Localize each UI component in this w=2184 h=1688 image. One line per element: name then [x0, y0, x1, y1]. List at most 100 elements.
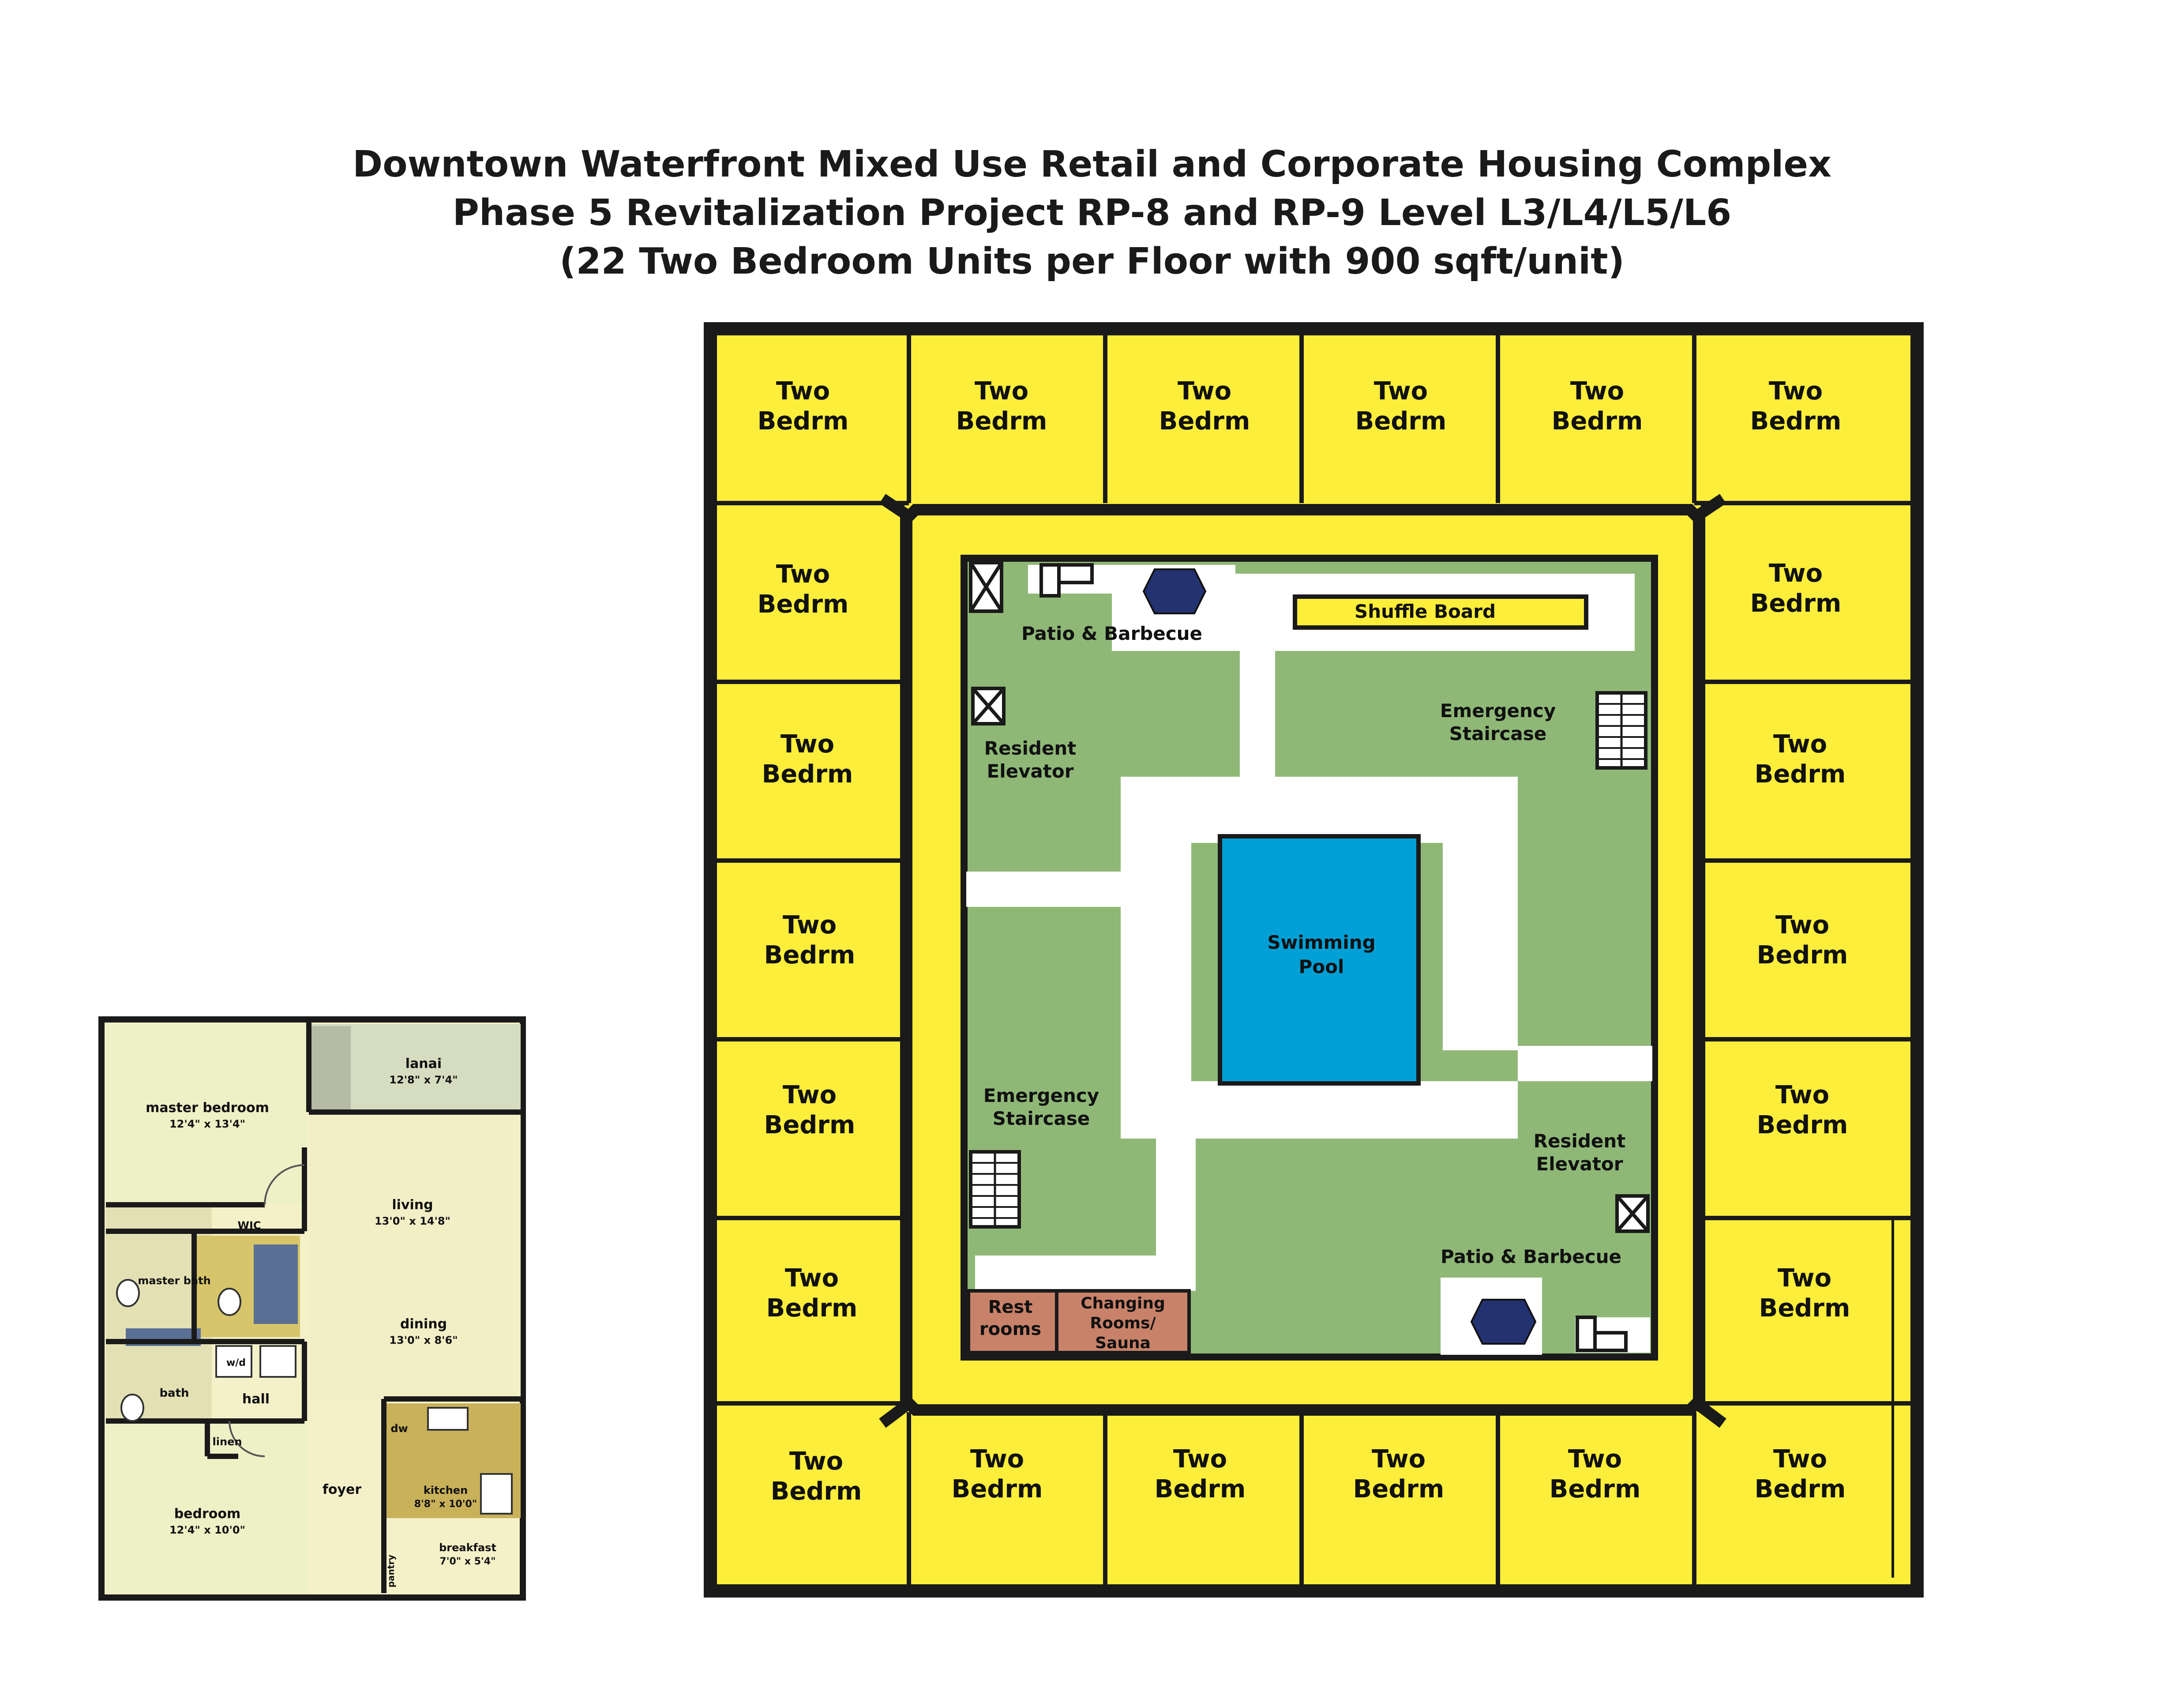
unit-label-13-line2: Bedrm	[1750, 589, 1842, 618]
unit-label-4-line1: Two	[1374, 377, 1428, 406]
unit-label-12-line1: Two	[789, 1447, 843, 1476]
elevator-label-right-1: Resident	[1534, 1130, 1626, 1152]
unit-label-21-line2: Bedrm	[1353, 1475, 1445, 1504]
unit-label-4-line2: Bedrm	[1355, 407, 1447, 436]
unit-label-9-line1: Two	[783, 911, 837, 940]
unit-label-9-line2: Bedrm	[764, 941, 856, 970]
title-block: Downtown Waterfront Mixed Use Retail and…	[0, 140, 2184, 286]
swimming-pool-label-1: Swimming	[1267, 932, 1375, 953]
elevator-icon-left	[971, 687, 1006, 726]
label-pantry: pantry	[386, 1555, 396, 1588]
unit-label-20-line1: Two	[1173, 1445, 1227, 1474]
unit-label-16-line2: Bedrm	[1757, 1111, 1848, 1139]
unit-label-14-line2: Bedrm	[1755, 760, 1846, 789]
unit-label-15-line1: Two	[1775, 911, 1829, 940]
restrooms-room	[967, 1289, 1058, 1354]
unit-label-5-line1: Two	[1570, 377, 1624, 406]
walkways	[966, 565, 1652, 1355]
unit-labels: TwoBedrmTwoBedrmTwoBedrmTwoBedrmTwoBedrm…	[758, 377, 1850, 1506]
room-label-lanai: lanai	[405, 1056, 442, 1071]
elevator-icon-right	[1615, 1194, 1650, 1233]
unit-label-10-line2: Bedrm	[764, 1111, 856, 1139]
staircase-icon-left	[969, 1150, 1021, 1229]
elevator-label-left-1: Resident	[984, 737, 1077, 759]
title-line-3: (22 Two Bedroom Units per Floor with 900…	[559, 241, 1625, 282]
unit-label-11-line2: Bedrm	[766, 1294, 858, 1323]
room-dims-living: 13'0" x 14'8"	[375, 1215, 450, 1227]
changing-label-2: Rooms/	[1090, 1314, 1156, 1332]
unit-label-16-line1: Two	[1775, 1081, 1829, 1109]
unit-label-22-line2: Bedrm	[1550, 1475, 1641, 1504]
restrooms-label-2: rooms	[979, 1319, 1041, 1339]
patio-counters	[1039, 563, 1628, 1352]
unit-label-8-line1: Two	[781, 730, 834, 759]
bbq-grill-bottom	[1470, 1299, 1537, 1345]
room-dims-lanai: 12'8" x 7'4"	[389, 1074, 458, 1086]
unit-label-15-line2: Bedrm	[1757, 941, 1848, 970]
patio-label-bottom: Patio & Barbecue	[1441, 1246, 1621, 1267]
shuffle-board	[1293, 594, 1588, 630]
bbq-grill-top	[1142, 568, 1207, 614]
swimming-pool-label-2: Pool	[1299, 956, 1344, 977]
changing-label-1: Changing	[1081, 1294, 1165, 1312]
staircase-icon-right	[1595, 691, 1647, 770]
staircase-label-left-1: Emergency	[983, 1085, 1099, 1106]
unit-label-3-line1: Two	[1178, 377, 1231, 406]
elevator-label-right-2: Elevator	[1536, 1153, 1623, 1175]
label-hall: hall	[242, 1391, 270, 1407]
corridor-chamfers	[879, 494, 1726, 1428]
staircase-label-left-2: Staircase	[993, 1108, 1090, 1129]
unit-label-1-line1: Two	[776, 377, 830, 406]
unit-label-7-line1: Two	[776, 560, 830, 589]
unit-label-18-line2: Bedrm	[1755, 1475, 1846, 1504]
unit-label-17-line2: Bedrm	[1759, 1294, 1850, 1323]
label-wic: WIC	[237, 1219, 261, 1232]
room-dims-bedroom: 12'4" x 10'0"	[169, 1524, 245, 1536]
unit-label-12-line2: Bedrm	[771, 1477, 862, 1506]
staircase-label-right-2: Staircase	[1449, 723, 1547, 744]
room-label-master-bedroom: master bedroom	[146, 1100, 269, 1116]
unit-label-10-line1: Two	[783, 1081, 837, 1109]
unit-label-19-line2: Bedrm	[952, 1475, 1043, 1504]
room-dims-dining: 13'0" x 8'6"	[389, 1334, 458, 1346]
label-dw: dw	[390, 1422, 408, 1435]
unit-label-20-line2: Bedrm	[1155, 1475, 1246, 1504]
patio-label-top: Patio & Barbecue	[1021, 623, 1202, 644]
changing-label-3: Sauna	[1095, 1334, 1151, 1352]
label-master-bath: master bath	[138, 1274, 210, 1287]
unit-label-22-line1: Two	[1568, 1445, 1622, 1474]
shuffle-board-label: Shuffle Board	[1355, 601, 1496, 622]
unit-label-3-line2: Bedrm	[1159, 407, 1250, 436]
unit-label-14-line1: Two	[1773, 730, 1827, 759]
unit-label-2-line1: Two	[975, 377, 1028, 406]
room-dims-breakfast: 7'0" x 5'4"	[439, 1556, 495, 1567]
swimming-pool	[1218, 834, 1421, 1086]
unit-label-17-line1: Two	[1778, 1264, 1831, 1293]
unit-floor-plan: lanai 12'8" x 7'4" master bedroom 12'4" …	[98, 1016, 526, 1601]
staircase-label-right-1: Emergency	[1440, 700, 1556, 722]
room-label-living: living	[392, 1197, 433, 1213]
unit-label-11-line1: Two	[785, 1264, 839, 1293]
room-label-bedroom: bedroom	[174, 1506, 241, 1522]
room-label-breakfast: breakfast	[439, 1541, 496, 1554]
unit-label-2-line2: Bedrm	[956, 407, 1047, 436]
changing-rooms	[1055, 1289, 1191, 1354]
unit-label-1-line2: Bedrm	[758, 407, 849, 436]
title-line-2: Phase 5 Revitalization Project RP-8 and …	[452, 192, 1732, 234]
elevator-label-left-2: Elevator	[987, 760, 1074, 782]
label-foyer: foyer	[323, 1482, 362, 1497]
unit-label-13-line1: Two	[1769, 559, 1823, 588]
unit-label-7-line2: Bedrm	[758, 590, 849, 619]
label-linen: linen	[213, 1436, 242, 1448]
unit-label-8-line2: Bedrm	[762, 760, 853, 789]
unit-label-19-line1: Two	[970, 1445, 1024, 1474]
unit-label-6-line2: Bedrm	[1750, 407, 1842, 436]
unit-label-21-line1: Two	[1372, 1445, 1426, 1474]
label-wd: w/d	[226, 1357, 246, 1368]
restrooms-label-1: Rest	[988, 1297, 1033, 1317]
unit-label-5-line2: Bedrm	[1552, 407, 1643, 436]
title-line-1: Downtown Waterfront Mixed Use Retail and…	[353, 143, 1831, 185]
room-label-kitchen: kitchen	[424, 1484, 468, 1496]
room-label-dining: dining	[400, 1316, 447, 1332]
